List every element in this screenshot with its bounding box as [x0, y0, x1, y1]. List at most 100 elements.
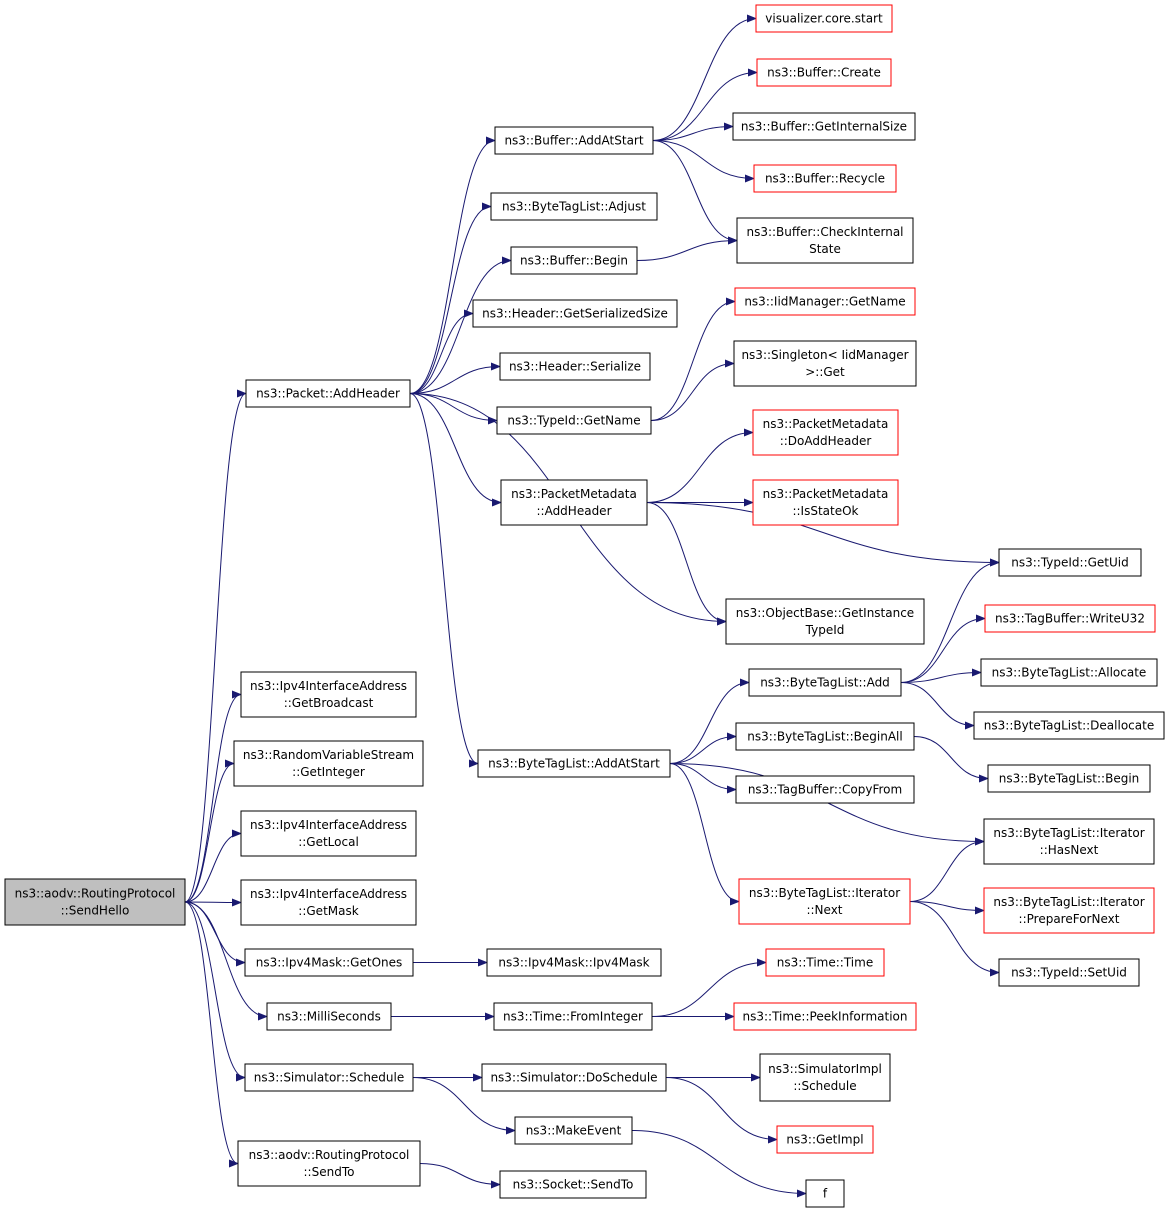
graph-node-hdrGetSerSize[interactable]: ns3::Header::GetSerializedSize: [472, 299, 678, 328]
node-box: [244, 948, 414, 977]
node-label: ns3::Buffer::Create: [767, 66, 881, 80]
node-layer: ns3::aodv::RoutingProtocol::SendHellons3…: [4, 4, 1165, 1208]
graph-node-bufGetInternalSize[interactable]: ns3::Buffer::GetInternalSize: [732, 112, 916, 141]
edge-layer: [184, 14, 1000, 1198]
graph-node-root[interactable]: ns3::aodv::RoutingProtocol::SendHello: [4, 878, 186, 926]
graph-node-btlAddAtStart[interactable]: ns3::ByteTagList::AddAtStart: [477, 749, 671, 778]
node-label: ns3::ByteTagList::Allocate: [992, 666, 1147, 680]
graph-node-bufRecycle[interactable]: ns3::Buffer::Recycle: [753, 164, 897, 193]
graph-node-bufAddAtStart[interactable]: ns3::Buffer::AddAtStart: [494, 126, 654, 155]
graph-node-getLocal[interactable]: ns3::Ipv4InterfaceAddress::GetLocal: [240, 810, 417, 857]
node-label: ::GetInteger: [292, 765, 365, 779]
graph-node-getInteger[interactable]: ns3::RandomVariableStream::GetInteger: [233, 740, 424, 787]
call-edge-addHeader-to-pmAddHeader: [409, 393, 502, 507]
node-box: [233, 740, 424, 787]
graph-node-btlIterNext[interactable]: ns3::ByteTagList::Iterator::Next: [738, 878, 911, 925]
graph-node-visStart[interactable]: visualizer.core.start: [755, 4, 893, 33]
graph-node-btlIterPrepare[interactable]: ns3::ByteTagList::Iterator::PrepareForNe…: [983, 887, 1155, 934]
call-edge-timeFromInteger-to-timeTime: [651, 958, 767, 1017]
graph-node-bufCreate[interactable]: ns3::Buffer::Create: [756, 58, 892, 87]
graph-node-btlAllocate[interactable]: ns3::ByteTagList::Allocate: [980, 658, 1158, 687]
call-edge-root-to-milliSeconds: [184, 901, 268, 1021]
call-edge-bufBegin-to-bufCheckInternal: [636, 236, 738, 261]
node-box: [752, 479, 899, 526]
graph-node-pmAddHeader[interactable]: ns3::PacketMetadata::AddHeader: [500, 479, 648, 526]
graph-node-btlIterHasNext[interactable]: ns3::ByteTagList::Iterator::HasNext: [983, 818, 1155, 865]
graph-node-btlAdd[interactable]: ns3::ByteTagList::Add: [748, 668, 902, 697]
graph-node-timeTime[interactable]: ns3::Time::Time: [765, 948, 885, 977]
node-box: [753, 164, 897, 193]
graph-node-btlBegin[interactable]: ns3::ByteTagList::Begin: [987, 764, 1151, 793]
graph-node-singletonGet[interactable]: ns3::Singleton< IidManager>::Get: [733, 340, 917, 387]
graph-node-pmDoAddHeader[interactable]: ns3::PacketMetadata::DoAddHeader: [752, 409, 899, 456]
node-label: ns3::TagBuffer::WriteU32: [995, 612, 1145, 626]
call-edge-btlIterNext-to-typeIdSetUid: [909, 901, 1000, 977]
graph-node-tagBufCopyFrom[interactable]: ns3::TagBuffer::CopyFrom: [735, 775, 915, 804]
node-label: ns3::Buffer::AddAtStart: [504, 134, 643, 148]
graph-node-typeIdGetName[interactable]: ns3::TypeId::GetName: [496, 406, 652, 435]
node-label: >::Get: [805, 365, 845, 379]
call-edge-btlBeginAll-to-btlBegin: [913, 736, 989, 783]
node-label: ns3::ObjectBase::GetInstance: [736, 606, 914, 620]
graph-node-addHeader[interactable]: ns3::Packet::AddHeader: [245, 379, 411, 408]
node-label: ::SendTo: [304, 1165, 355, 1179]
graph-node-getOnes[interactable]: ns3::Ipv4Mask::GetOnes: [244, 948, 414, 977]
graph-node-simImplSchedule[interactable]: ns3::SimulatorImpl::Schedule: [759, 1053, 891, 1102]
node-box: [973, 711, 1165, 740]
node-label: ns3::Ipv4InterfaceAddress: [250, 679, 407, 693]
node-label: ns3::Ipv4InterfaceAddress: [250, 887, 407, 901]
graph-node-tagBufWriteU32[interactable]: ns3::TagBuffer::WriteU32: [984, 604, 1156, 633]
node-label: ns3::MakeEvent: [526, 1124, 622, 1138]
graph-node-btlDeallocate[interactable]: ns3::ByteTagList::Deallocate: [973, 711, 1165, 740]
node-box: [733, 1002, 917, 1031]
graph-node-getBroadcast[interactable]: ns3::Ipv4InterfaceAddress::GetBroadcast: [240, 671, 417, 718]
node-label: ::Next: [806, 903, 842, 917]
node-label: ::SendHello: [61, 904, 130, 918]
graph-node-btlBeginAll[interactable]: ns3::ByteTagList::BeginAll: [735, 722, 915, 751]
graph-node-timeFromInteger[interactable]: ns3::Time::FromInteger: [493, 1002, 653, 1031]
node-label: ns3::PacketMetadata: [763, 487, 889, 501]
node-label: visualizer.core.start: [765, 12, 883, 26]
graph-node-ipv4MaskCtor[interactable]: ns3::Ipv4Mask::Ipv4Mask: [486, 948, 662, 977]
node-box: [4, 878, 186, 926]
graph-node-typeIdGetUid[interactable]: ns3::TypeId::GetUid: [998, 548, 1142, 577]
graph-node-f[interactable]: f: [805, 1179, 845, 1208]
call-edge-btlIterNext-to-btlIterHasNext: [909, 837, 985, 902]
graph-node-simDoSchedule[interactable]: ns3::Simulator::DoSchedule: [481, 1063, 667, 1092]
call-edge-sendTo-to-socketSendTo: [419, 1163, 501, 1189]
node-label: ns3::TagBuffer::CopyFrom: [748, 783, 902, 797]
graph-node-sendTo[interactable]: ns3::aodv::RoutingProtocol::SendTo: [237, 1140, 421, 1187]
call-edge-btlAdd-to-btlAllocate: [900, 668, 982, 683]
node-label: ns3::ByteTagList::BeginAll: [747, 730, 902, 744]
graph-node-timePeek[interactable]: ns3::Time::PeekInformation: [733, 1002, 917, 1031]
graph-node-iidGetName[interactable]: ns3::IidManager::GetName: [734, 287, 916, 316]
graph-node-hdrSerialize[interactable]: ns3::Header::Serialize: [499, 352, 651, 381]
graph-node-socketSendTo[interactable]: ns3::Socket::SendTo: [499, 1170, 647, 1199]
node-label: f: [823, 1187, 828, 1201]
node-box: [984, 604, 1156, 633]
graph-node-milliSeconds[interactable]: ns3::MilliSeconds: [266, 1002, 392, 1031]
graph-node-schedule[interactable]: ns3::Simulator::Schedule: [244, 1063, 414, 1092]
node-label: ns3::ByteTagList::Iterator: [749, 886, 900, 900]
node-label: ns3::ByteTagList::AddAtStart: [488, 757, 660, 771]
graph-node-getMask[interactable]: ns3::Ipv4InterfaceAddress::GetMask: [240, 879, 417, 926]
node-label: TypeId: [805, 623, 845, 637]
node-box: [732, 112, 916, 141]
node-box: [510, 246, 638, 275]
graph-node-makeEvent[interactable]: ns3::MakeEvent: [514, 1116, 633, 1145]
graph-node-bufBegin[interactable]: ns3::Buffer::Begin: [510, 246, 638, 275]
call-edge-addHeader-to-btlAdjust: [409, 202, 492, 394]
node-box: [481, 1063, 667, 1092]
graph-node-getImpl[interactable]: ns3::GetImpl: [776, 1125, 874, 1154]
graph-node-pmIsStateOk[interactable]: ns3::PacketMetadata::IsStateOk: [752, 479, 899, 526]
node-box: [756, 58, 892, 87]
graph-node-typeIdSetUid[interactable]: ns3::TypeId::SetUid: [998, 958, 1140, 987]
node-box: [499, 1170, 647, 1199]
node-label: ns3::PacketMetadata: [763, 417, 889, 431]
node-label: ns3::Buffer::Begin: [520, 254, 628, 268]
node-box: [983, 818, 1155, 865]
call-edge-root-to-getInteger: [184, 759, 235, 903]
graph-node-btlAdjust[interactable]: ns3::ByteTagList::Adjust: [490, 192, 658, 221]
